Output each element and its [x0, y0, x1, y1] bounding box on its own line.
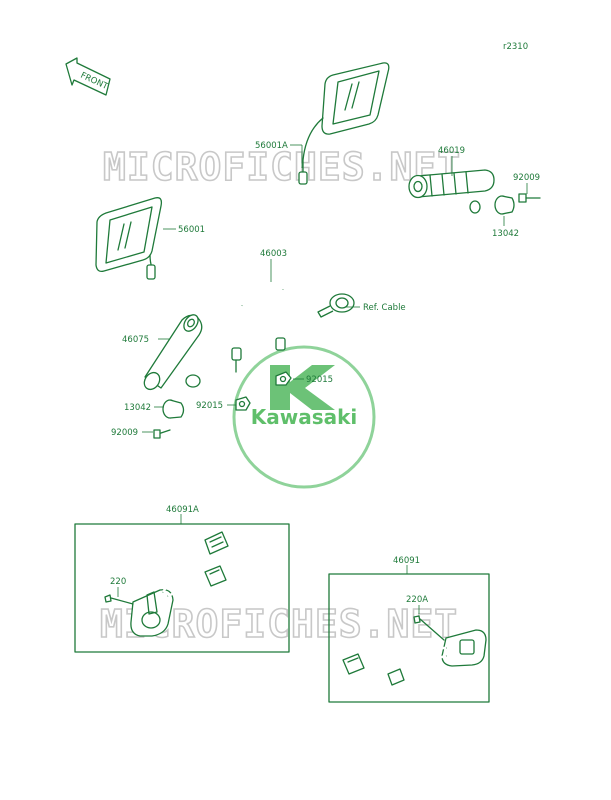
label-56001: 56001	[178, 225, 205, 235]
throttle-grip	[408, 169, 495, 199]
label-46091A: 46091A	[166, 505, 199, 515]
label-46075: 46075	[122, 335, 149, 345]
label-220: 220	[110, 577, 126, 587]
mirror-left	[95, 197, 163, 280]
label-92009-right: 92009	[513, 173, 540, 183]
label-92015-left: 92015	[196, 401, 223, 411]
label-46003: 46003	[260, 249, 287, 259]
switch-box-left	[74, 514, 290, 653]
collar-left	[235, 396, 251, 411]
label-46019: 46019	[438, 146, 465, 156]
collar-right	[275, 371, 292, 386]
kawasaki-k-icon	[270, 365, 335, 410]
label-56001A: 56001A	[255, 141, 288, 151]
label-92009-left: 92009	[111, 428, 138, 438]
label-220A: 220A	[406, 595, 428, 605]
label-13042-left: 13042	[124, 403, 151, 413]
left-grip	[143, 314, 203, 391]
bolt-right	[518, 193, 541, 203]
front-arrow-icon: FRONT	[65, 57, 111, 96]
bar-end-weight-left	[162, 399, 185, 419]
label-46091: 46091	[393, 556, 420, 566]
switch-box-right	[328, 565, 490, 703]
bolt-left	[153, 429, 171, 439]
leader-lines	[117, 144, 528, 614]
label-92015-right: 92015	[306, 375, 333, 385]
label-ref-cable: Ref. Cable	[363, 303, 406, 313]
brand-text: Kawasaki	[251, 405, 358, 429]
kawasaki-logo: Kawasaki	[232, 345, 376, 489]
mirror-right	[298, 62, 390, 185]
handlebar	[184, 200, 481, 388]
ref-code: r2310	[503, 42, 528, 52]
bar-end-weight-right	[494, 195, 515, 215]
watermark-top: MICROFICHES.NET	[103, 145, 461, 189]
label-13042-right: 13042	[492, 229, 519, 239]
cable-clamp	[317, 293, 355, 318]
